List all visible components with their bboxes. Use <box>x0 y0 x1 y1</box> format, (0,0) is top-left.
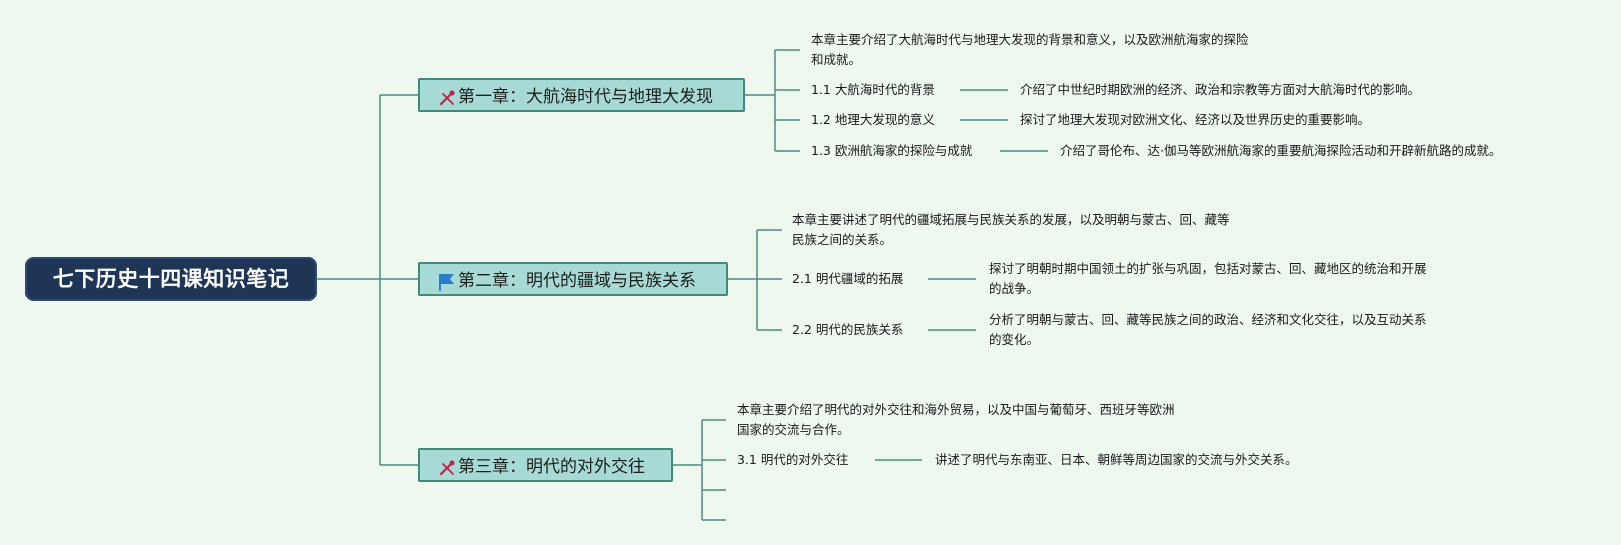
chapter-2-summary-line1: 本章主要讲述了明代的疆域拓展与民族关系的发展，以及明朝与蒙古、回、藏等 <box>792 212 1230 227</box>
section-1-3-desc: 介绍了哥伦布、达·伽马等欧洲航海家的重要航海探险活动和开辟新航路的成就。 <box>1060 143 1502 158</box>
section-3-1-desc: 讲述了明代与东南亚、日本、朝鲜等周边国家的交流与外交关系。 <box>935 452 1298 467</box>
chapter-3-summary-line1: 本章主要介绍了明代的对外交往和海外贸易，以及中国与葡萄牙、西班牙等欧洲 <box>737 402 1175 417</box>
section-1-3-label[interactable]: 1.3 欧洲航海家的探险与成就 <box>811 143 973 158</box>
section-1-1-desc: 介绍了中世纪时期欧洲的经济、政治和宗教等方面对大航海时代的影响。 <box>1020 82 1421 97</box>
tools-icon <box>437 456 457 476</box>
section-2-2-label[interactable]: 2.2 明代的民族关系 <box>792 322 904 337</box>
root-topic[interactable]: 七下历史十四课知识笔记 <box>25 257 317 301</box>
section-1-2-label[interactable]: 1.2 地理大发现的意义 <box>811 112 935 127</box>
section-1-1-label[interactable]: 1.1 大航海时代的背景 <box>811 82 935 97</box>
section-2-2-desc-line2: 的变化。 <box>989 332 1040 347</box>
chapter-2-summary-line2: 民族之间的关系。 <box>792 232 893 247</box>
section-2-1-desc-line2: 的战争。 <box>989 281 1040 296</box>
chapter-1-summary-line1: 本章主要介绍了大航海时代与地理大发现的背景和意义，以及欧洲航海家的探险 <box>811 32 1249 47</box>
section-1-2-desc: 探讨了地理大发现对欧洲文化、经济以及世界历史的重要影响。 <box>1020 112 1371 127</box>
chapter-2-title: 第二章：明代的疆域与民族关系 <box>458 271 696 291</box>
chapter-2-topic[interactable]: 第二章：明代的疆域与民族关系 <box>418 262 728 296</box>
section-3-1-label[interactable]: 3.1 明代的对外交往 <box>737 452 849 467</box>
tools-icon <box>437 86 457 106</box>
section-2-1-desc-line1: 探讨了明朝时期中国领土的扩张与巩固，包括对蒙古、回、藏地区的统治和开展 <box>989 261 1427 276</box>
chapter-1-title: 第一章：大航海时代与地理大发现 <box>458 87 713 107</box>
flag-icon <box>437 270 457 291</box>
chapter-3-summary-line2: 国家的交流与合作。 <box>737 422 850 437</box>
chapter-1-topic[interactable]: 第一章：大航海时代与地理大发现 <box>418 78 745 112</box>
chapter-1-summary-line2: 和成就。 <box>811 52 862 67</box>
chapter-3-topic[interactable]: 第三章：明代的对外交往 <box>418 448 673 482</box>
section-2-1-label[interactable]: 2.1 明代疆域的拓展 <box>792 271 904 286</box>
section-2-2-desc-line1: 分析了明朝与蒙古、回、藏等民族之间的政治、经济和文化交往，以及互动关系 <box>989 312 1427 327</box>
chapter-3-title: 第三章：明代的对外交往 <box>458 457 645 477</box>
